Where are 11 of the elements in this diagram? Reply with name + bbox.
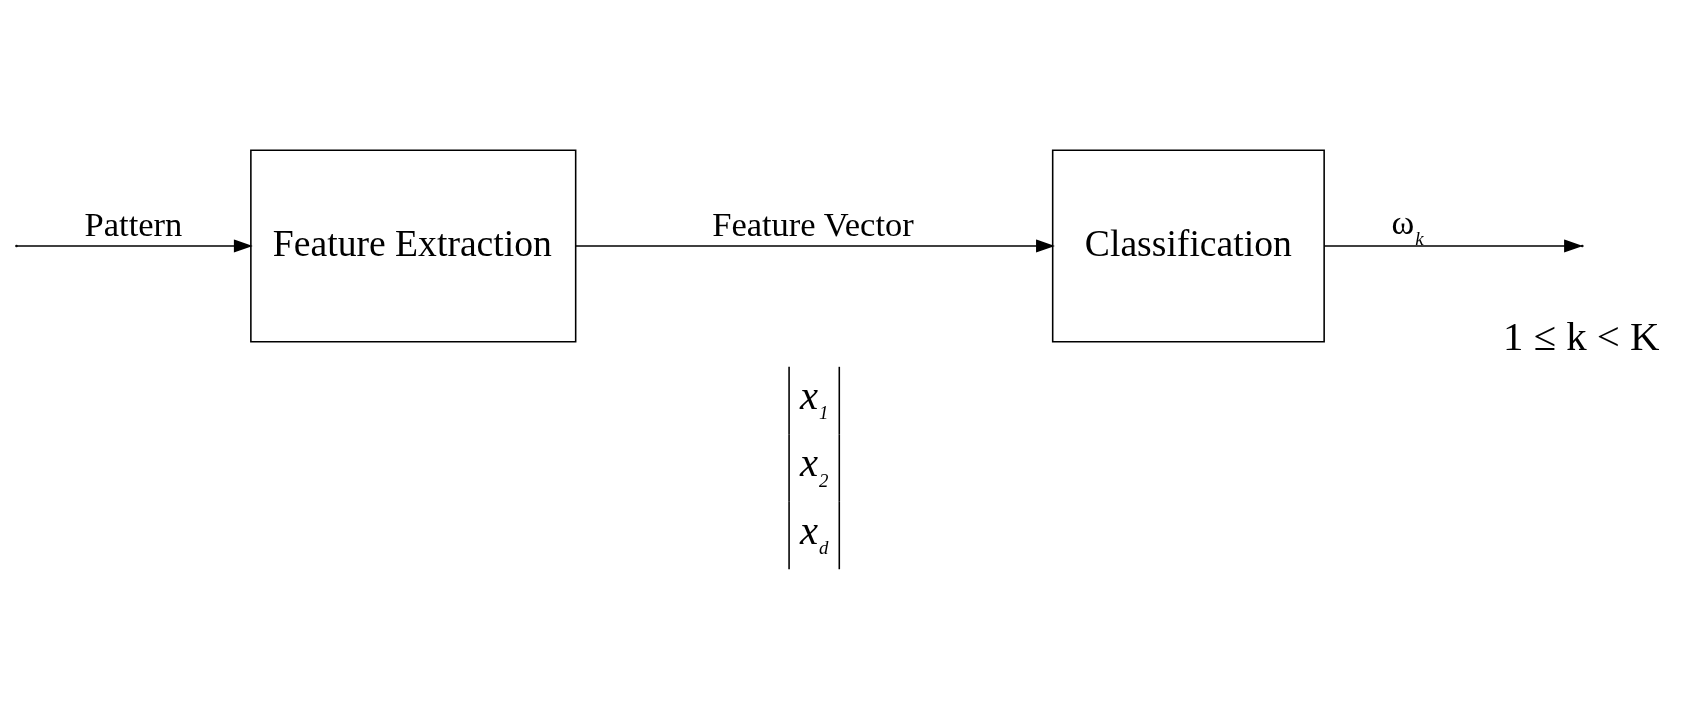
edge-label: Feature Vector	[712, 204, 914, 243]
arrow	[16, 239, 253, 253]
label: x$_{1}$	[800, 372, 829, 424]
edge-label: ω$_{k}$	[1391, 203, 1424, 249]
label: x$_{2}$	[800, 440, 829, 491]
label: 1 ≤ k < K	[1503, 314, 1660, 360]
label: x$_{d}$	[800, 507, 829, 559]
arrow	[574, 239, 1055, 253]
node-box: Feature Extraction	[250, 149, 577, 343]
edge-label: Pattern	[84, 204, 183, 243]
node-box: Classification	[1051, 149, 1325, 343]
